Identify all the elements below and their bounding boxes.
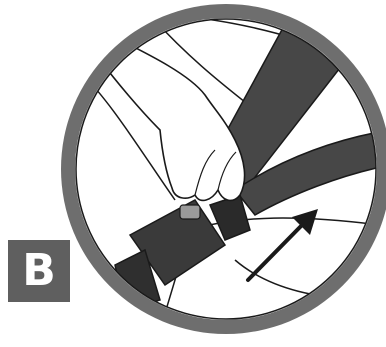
step-label: B: [22, 249, 56, 293]
step-badge: B: [8, 240, 70, 302]
buckle-button: [180, 205, 200, 219]
